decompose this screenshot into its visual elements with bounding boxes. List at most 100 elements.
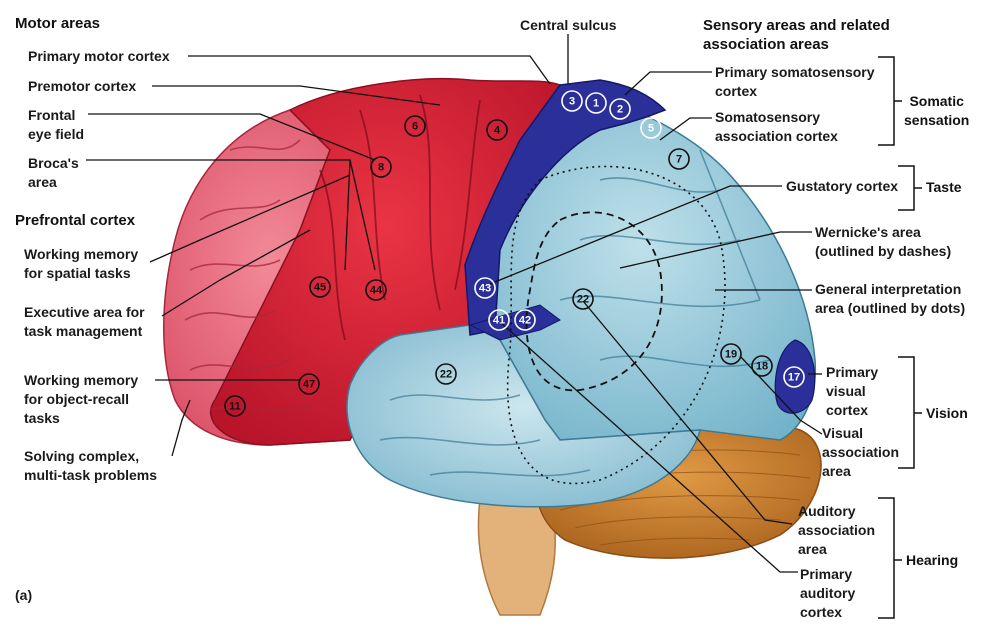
area-circle (609, 98, 631, 120)
area-circle (224, 395, 246, 417)
leader-executive (161, 229, 311, 317)
group-brackets (878, 56, 922, 619)
area-circle (486, 119, 508, 141)
general-interpretation-outline (506, 165, 726, 485)
hearing-group: Hearing (906, 552, 959, 568)
area-circle (370, 156, 392, 178)
area-marker-3: 3 (561, 90, 583, 112)
area-marker-44: 44 (365, 279, 387, 301)
leader-brocas-2 (349, 159, 376, 271)
bracket-vision (898, 356, 922, 469)
leader-frontal-eye (88, 113, 376, 161)
visual-cortex-region (774, 339, 816, 414)
area-circle (309, 276, 331, 298)
working-memory-spatial-label: Working memory for spatial tasks (24, 246, 139, 281)
area-marker-2: 2 (609, 98, 631, 120)
brainstem (477, 499, 556, 616)
area-number: 41 (493, 315, 505, 327)
gyri-lines-motor (319, 94, 481, 341)
central-sulcus-label: Central sulcus (520, 17, 617, 33)
executive-area-label: Executive area for task management (24, 304, 145, 339)
area-number: 11 (229, 401, 241, 413)
area-number: 6 (412, 121, 418, 133)
leader-visual-assoc (739, 355, 823, 435)
vision-group: Vision (926, 405, 968, 421)
leader-working-spatial (149, 174, 351, 263)
area-marker-43: 43 (474, 277, 496, 299)
leader-auditory-assoc (582, 300, 793, 525)
primary-somatosensory-label: Primary somatosensory cortex (715, 64, 875, 99)
area-number: 5 (648, 123, 654, 135)
area-number: 2 (617, 104, 623, 116)
area-number: 3 (569, 96, 575, 108)
gustatory-cortex-label: Gustatory cortex (786, 178, 899, 194)
leader-primary-somato (624, 71, 712, 96)
area-number: 43 (479, 283, 491, 295)
area-circle (561, 90, 583, 112)
area-marker-11: 11 (224, 395, 246, 417)
area-circle (640, 117, 662, 139)
leader-gustatory (489, 185, 782, 285)
area-circle (488, 309, 510, 331)
area-marker-42: 42 (514, 309, 536, 331)
area-circle (585, 92, 607, 114)
area-marker-4: 4 (486, 119, 508, 141)
gyri-lines-parietal (379, 149, 771, 477)
area-marker-1: 1 (585, 92, 607, 114)
leader-primary-motor (188, 55, 551, 85)
area-number: 18 (756, 361, 768, 373)
bracket-somatic (878, 56, 902, 146)
leader-somato-assoc (659, 117, 712, 141)
auditory-association-label: Auditory association area (798, 503, 876, 557)
frontal-eye-field-label: Frontal eye field (28, 107, 85, 142)
panel-label: (a) (15, 587, 33, 603)
somatosensory-band (464, 79, 667, 336)
general-interpretation-label: General interpretation area (outlined by… (815, 281, 966, 316)
area-marker-22: 22 (435, 363, 457, 385)
area-number: 22 (577, 294, 589, 306)
gyri-lines-frontal (184, 139, 311, 412)
area-number: 42 (519, 315, 531, 327)
bracket-hearing (878, 497, 902, 619)
visual-association-label: Visual association area (822, 425, 900, 479)
area-number: 8 (378, 162, 384, 174)
area-marker-8: 8 (370, 156, 392, 178)
area-marker-5: 5 (640, 117, 662, 139)
leader-solving (171, 399, 191, 457)
area-number: 7 (676, 154, 682, 166)
area-marker-17: 17 (783, 366, 805, 388)
area-circle (668, 148, 690, 170)
area-marker-41: 41 (488, 309, 510, 331)
premotor-cortex-label: Premotor cortex (28, 78, 137, 94)
motor-areas-header: Motor areas (15, 15, 101, 32)
leader-lines (86, 34, 823, 573)
temporal-region (346, 324, 701, 508)
leader-wernicke (619, 231, 812, 269)
area-marker-22: 22 (572, 288, 594, 310)
area-circle (783, 366, 805, 388)
area-circle (751, 355, 773, 377)
area-marker-45: 45 (309, 276, 331, 298)
primary-auditory-cortex-label: Primary auditory cortex (800, 566, 856, 620)
primary-visual-cortex-label: Primary visual cortex (826, 364, 879, 418)
prefrontal-cortex-header: Prefrontal cortex (15, 212, 136, 229)
area-circle (404, 115, 426, 137)
area-circle (435, 363, 457, 385)
area-number: 22 (440, 369, 452, 381)
primary-motor-cortex-label: Primary motor cortex (28, 48, 170, 64)
area-number: 44 (370, 285, 383, 297)
leader-premotor (152, 85, 441, 106)
area-marker-47: 47 (298, 373, 320, 395)
area-number: 4 (494, 125, 501, 137)
area-number: 17 (788, 372, 800, 384)
area-number: 47 (303, 379, 315, 391)
area-circle (572, 288, 594, 310)
wernickes-area-label: Wernicke's area (outlined by dashes) (815, 224, 952, 259)
area-number: 1 (593, 98, 599, 110)
area-number: 45 (314, 282, 326, 294)
area-circle (474, 277, 496, 299)
area-circle (365, 279, 387, 301)
